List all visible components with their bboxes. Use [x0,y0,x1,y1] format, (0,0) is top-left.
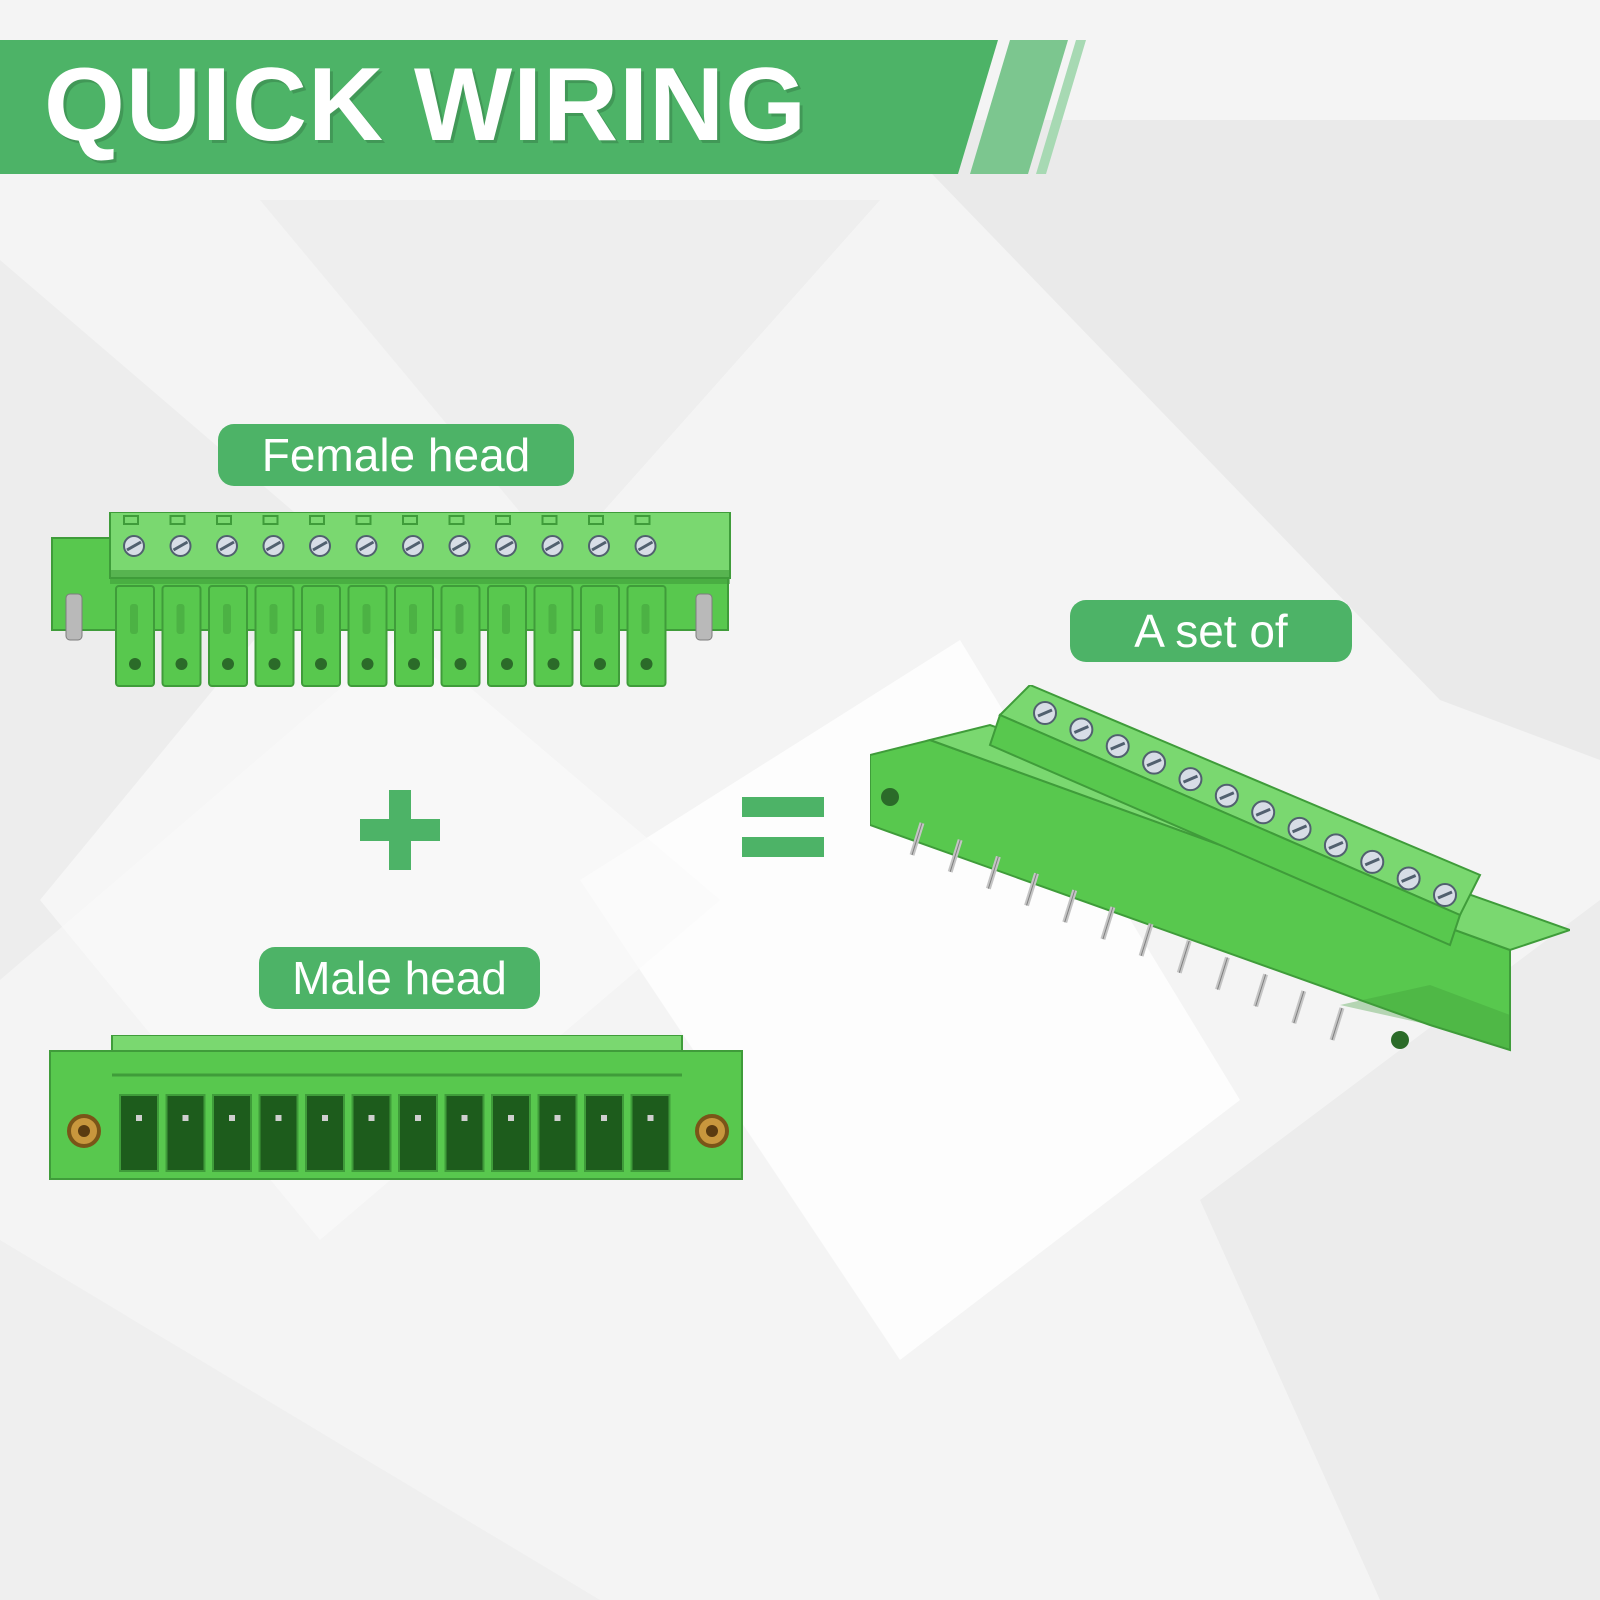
female-connector-image [51,512,731,687]
banner-background [0,40,1086,174]
assembled-connector-image [870,685,1570,1052]
set-label: A set of [1070,600,1352,662]
male-head-label: Male head [259,947,540,1009]
male-connector-image [49,1035,743,1180]
female-head-label: Female head [218,424,574,486]
equals-icon [742,797,824,857]
page-title: QUICK WIRING [44,47,808,163]
plus-icon [360,790,440,870]
